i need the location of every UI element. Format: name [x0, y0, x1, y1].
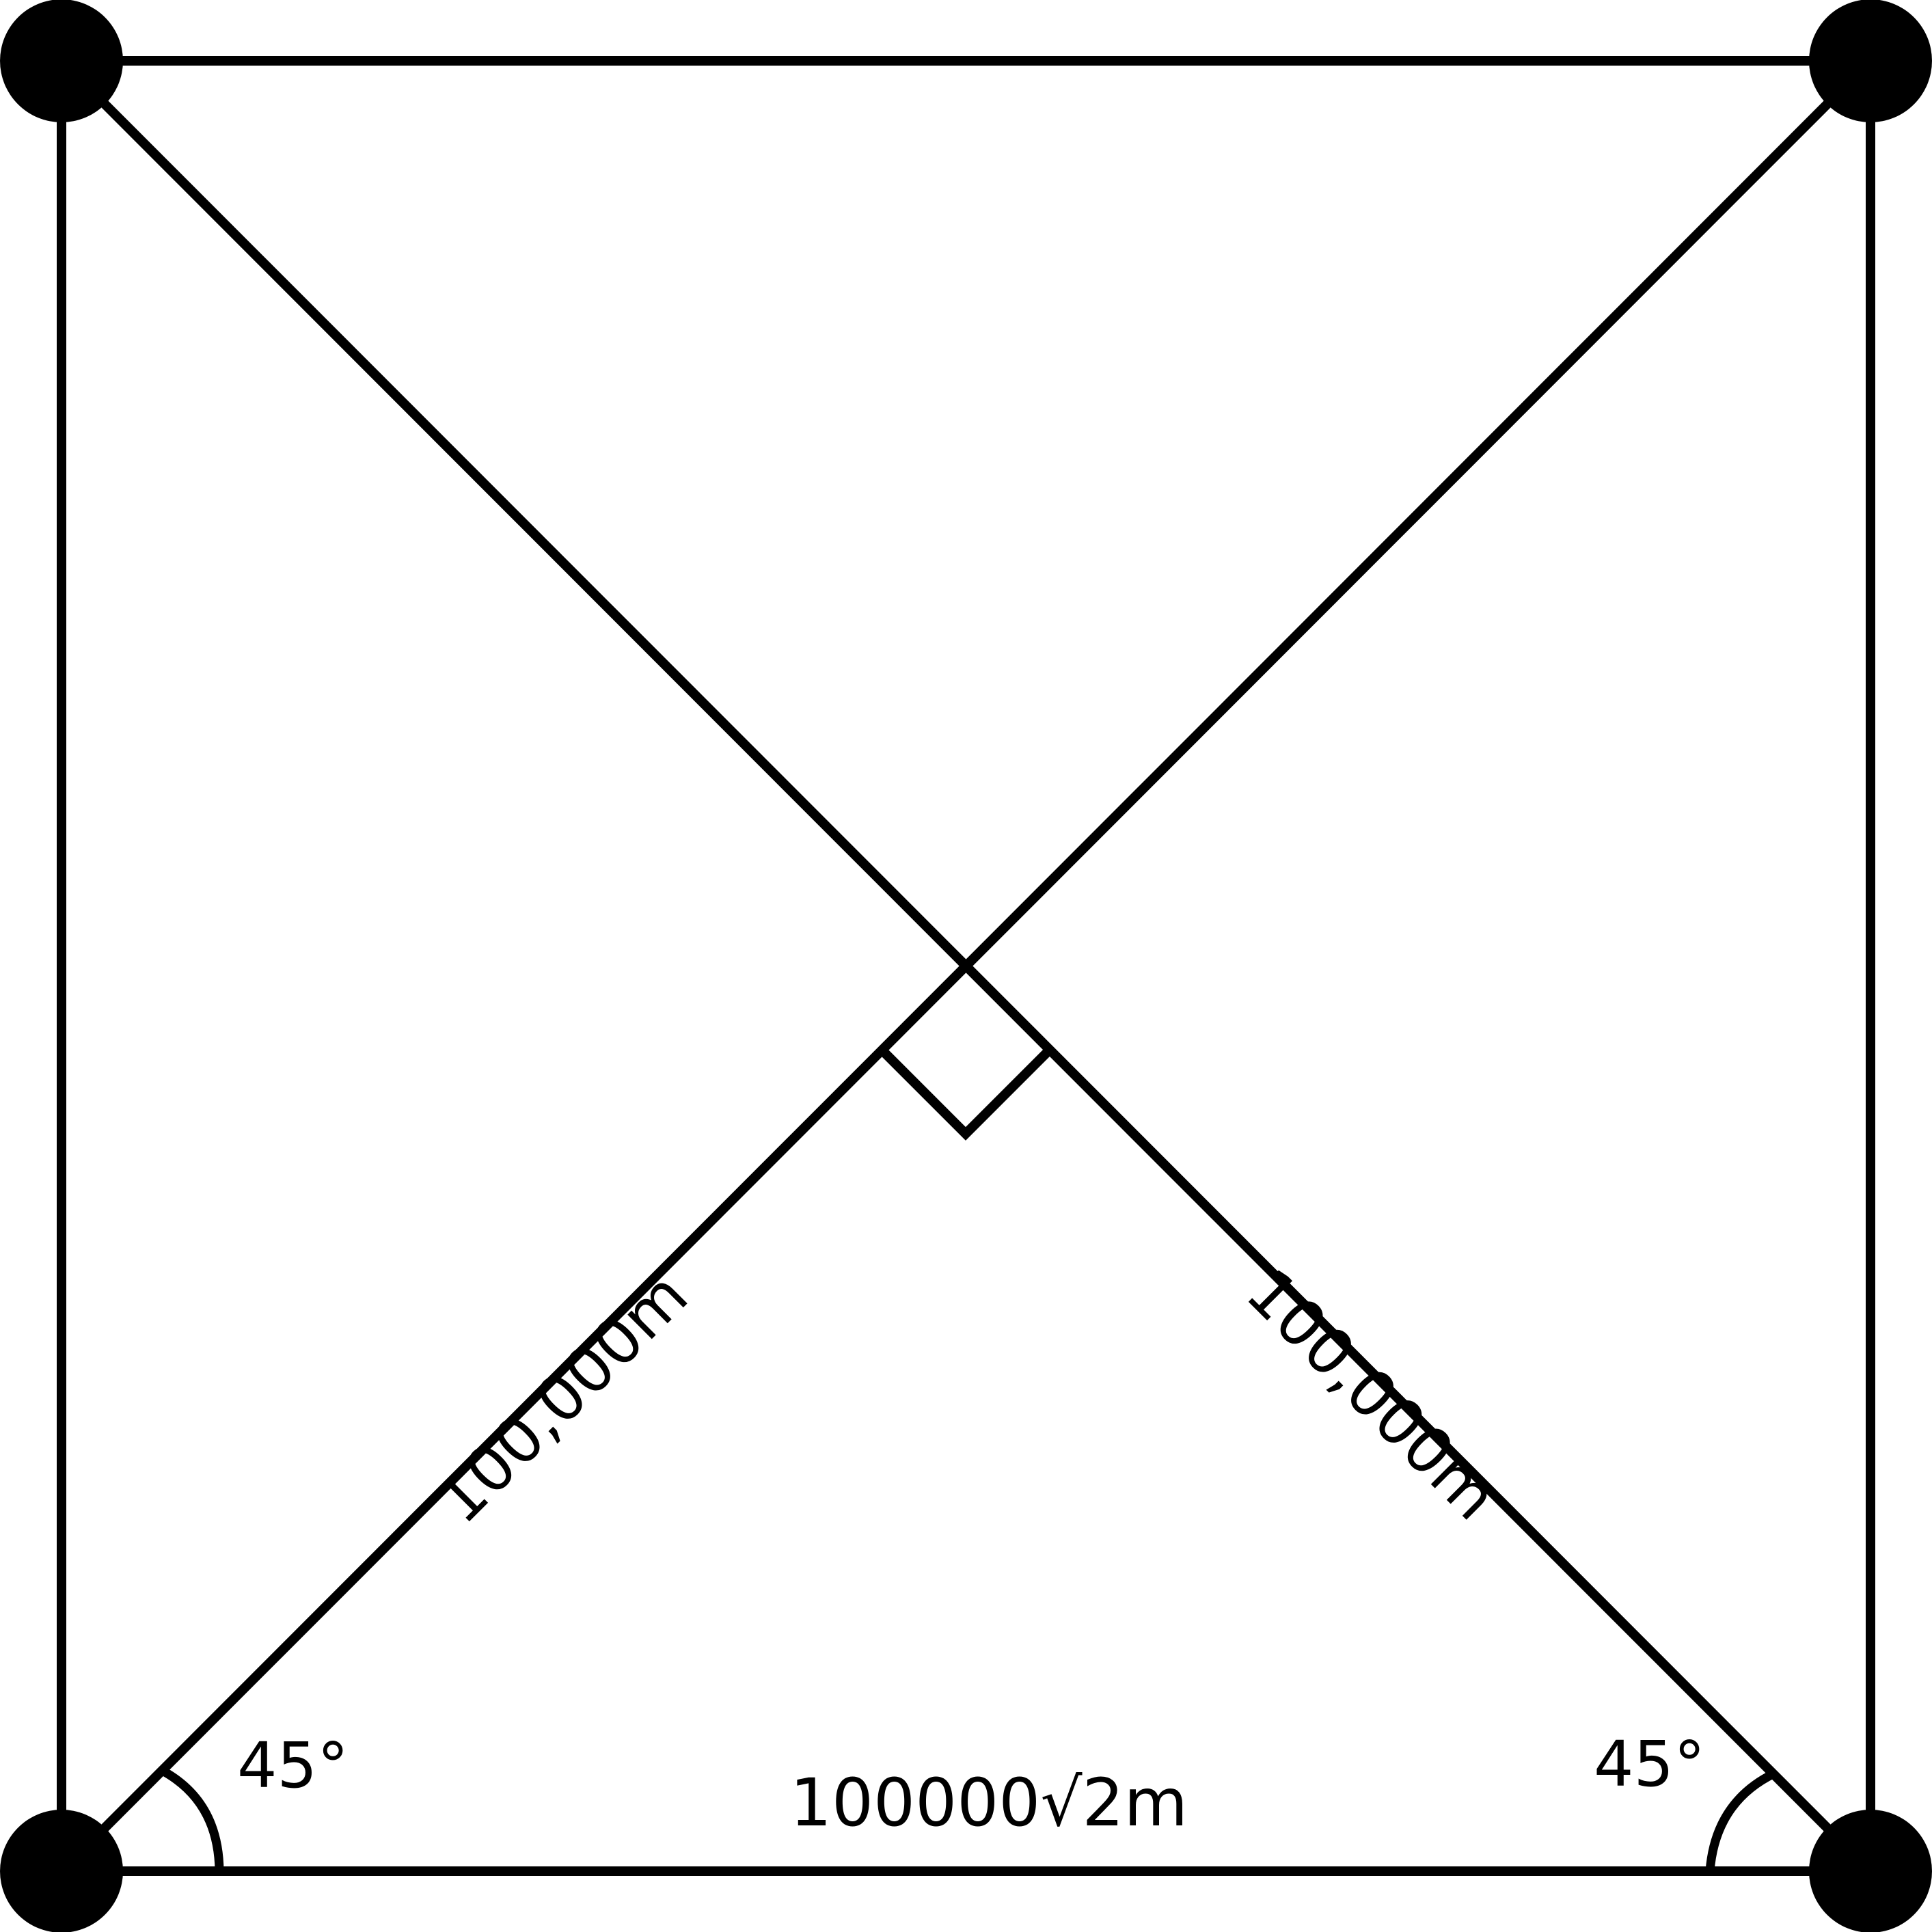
vertex-bottom-left — [0, 1810, 123, 1932]
angle-left-label: 45° — [237, 1729, 349, 1802]
angle-right-label: 45° — [1594, 1728, 1705, 1801]
diagonal-bottom-left-to-top-right — [58, 57, 1874, 1875]
angle-arc-bottom-right — [1705, 1769, 1776, 1872]
right-angle-marker — [878, 1044, 1056, 1141]
diagonal-right-length-label: 100,000m — [1232, 1255, 1511, 1534]
vertex-top-right — [1809, 0, 1932, 122]
diagonal-left-length-label: 100,000m — [423, 1259, 702, 1538]
base-length-label: 100000√2m — [790, 1765, 1188, 1841]
vertex-top-left — [0, 0, 123, 122]
vertex-bottom-right — [1809, 1810, 1932, 1932]
angle-arc-bottom-left — [159, 1766, 224, 1872]
